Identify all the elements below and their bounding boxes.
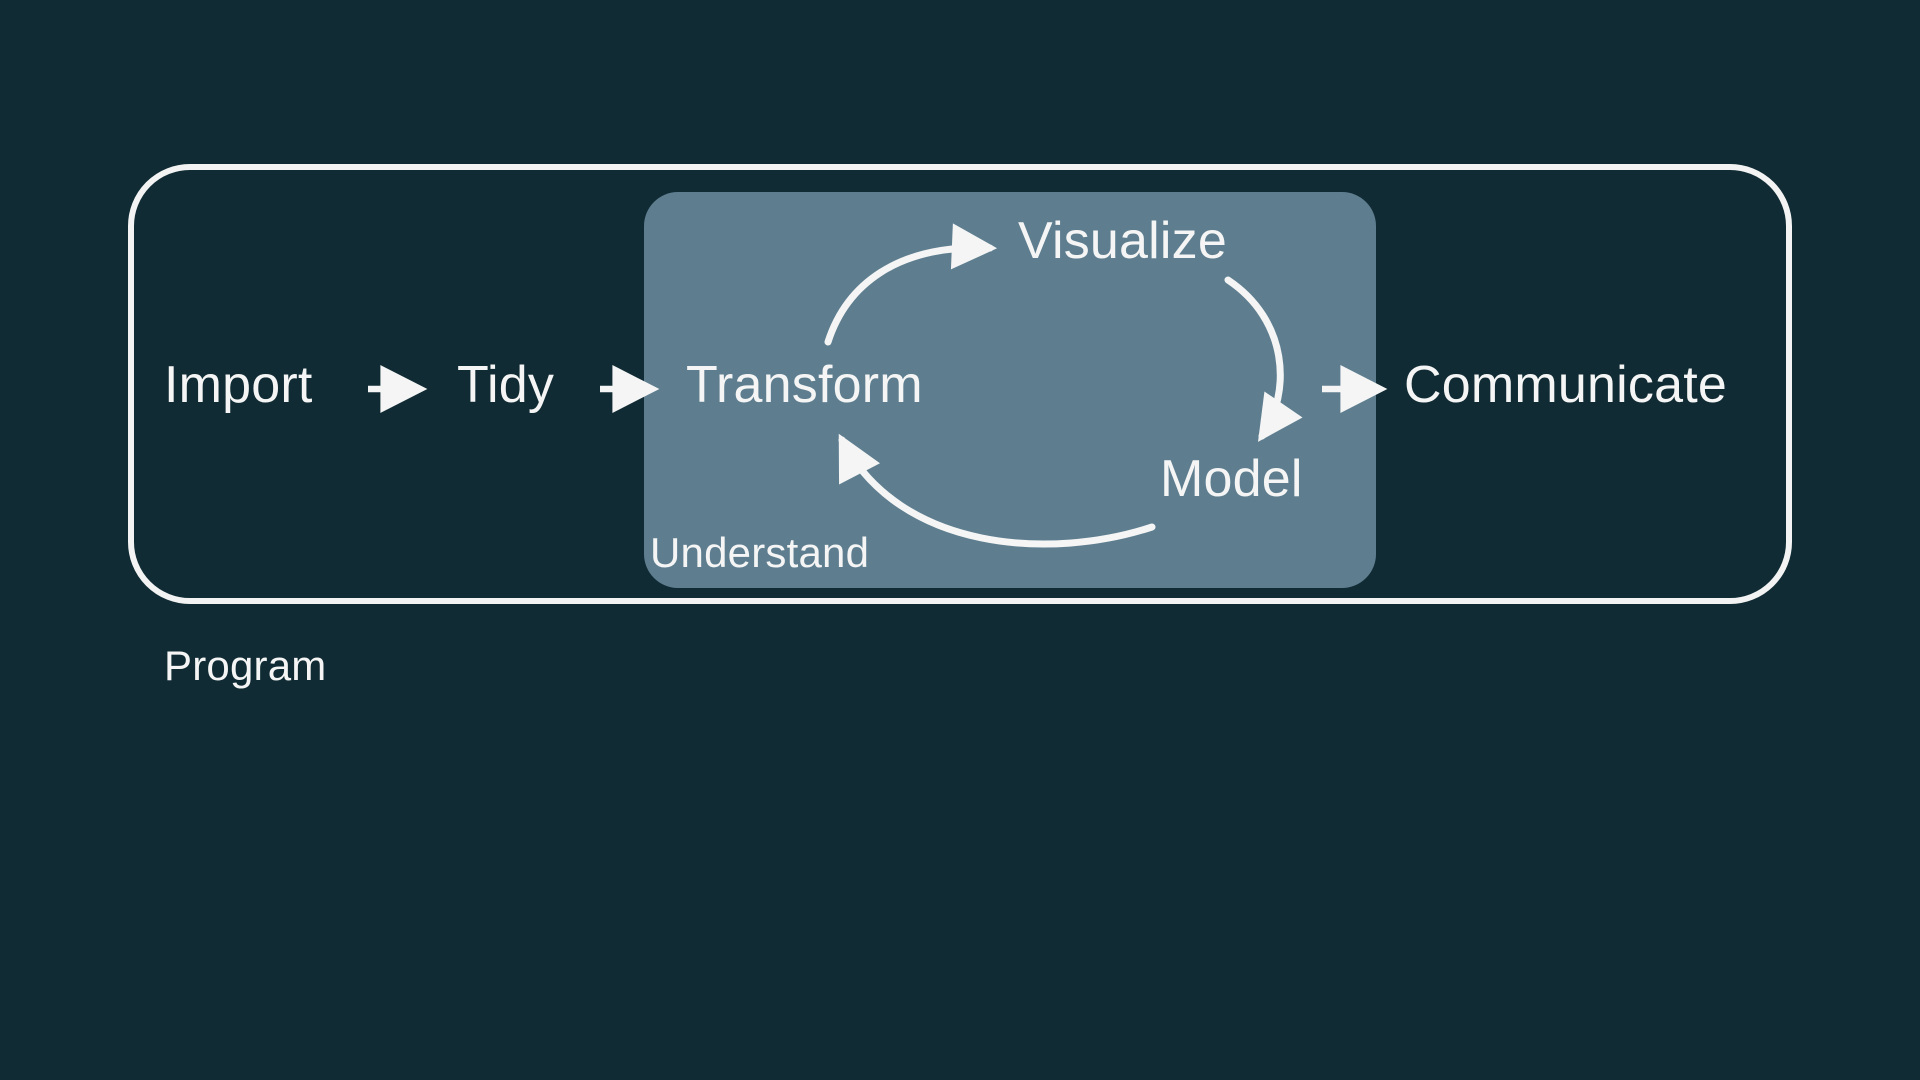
stage-label-import[interactable]: Import [164,356,313,414]
stage-label-visualize[interactable]: Visualize [1018,212,1227,270]
understand-group-label: Understand [650,529,870,576]
stage-label-communicate[interactable]: Communicate [1404,356,1727,414]
program-group-box [128,164,1792,604]
stage-label-tidy[interactable]: Tidy [457,356,555,414]
stage-label-model[interactable]: Model [1160,450,1303,508]
stage-label-transform[interactable]: Transform [686,356,923,414]
program-group-label: Program [164,642,327,689]
